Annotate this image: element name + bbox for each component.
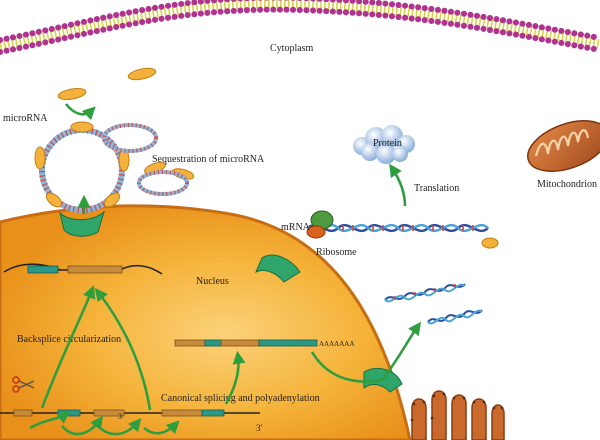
nucleus-label: Nucleus (196, 276, 229, 287)
exported-rna-2 (427, 309, 483, 325)
canonical-splicing-label: Canonical splicing and polyadenylation (161, 393, 320, 404)
microrna-molecules (57, 67, 195, 180)
arrow-export-mrna (310, 321, 422, 383)
pathway-arrows (29, 103, 422, 436)
nuclear-pore-top (59, 210, 105, 237)
protein-cluster (353, 125, 415, 164)
ribosome (306, 210, 334, 239)
translation-label: Translation (414, 183, 459, 194)
sequestration-label: Sequestration of microRNA (152, 154, 265, 165)
arrow-microrna-bind (64, 103, 96, 121)
arrow-splice-1 (29, 410, 71, 430)
arrow-translation (389, 163, 407, 207)
mrna-label: mRNA (281, 222, 311, 233)
ribosome-label: Ribosome (316, 247, 357, 258)
circrna-strand-nucleus (3, 263, 163, 275)
nucleus (0, 204, 412, 440)
protein-label: Protein (373, 138, 402, 149)
arrow-splice-4 (143, 420, 180, 435)
exon-3-label: 3 (118, 412, 122, 421)
endoplasmic-reticulum (410, 390, 505, 440)
arrow-backsplice-right (94, 287, 152, 411)
mrna-helix (307, 223, 499, 249)
nuclear-pore-middle (255, 254, 301, 283)
arrow-backsplice-left (40, 285, 96, 409)
exported-rna-1 (384, 283, 466, 303)
cell-membrane (0, 0, 600, 55)
mitochondrion-label: Mitochondrion (537, 179, 597, 190)
three-prime-label: 3′ (256, 423, 263, 433)
polya-tail-label: AAAAAAA (319, 340, 354, 348)
arrow-splice-2 (61, 415, 104, 436)
arrow-to-mature-mrna (224, 350, 246, 405)
small-circrna-2 (137, 170, 189, 196)
small-circrna-1 (102, 123, 158, 153)
mitochondrion (527, 120, 600, 172)
microrna-label: microRNA (3, 113, 48, 124)
circrna-sponge (34, 121, 130, 213)
mature-mrna-strand (174, 339, 318, 347)
arrow-splice-3 (97, 418, 142, 436)
backsplice-label: Backsplice circularization (17, 334, 121, 345)
scissors-icon (12, 376, 35, 393)
cytoplasm-label: Cytoplasm (270, 43, 314, 54)
